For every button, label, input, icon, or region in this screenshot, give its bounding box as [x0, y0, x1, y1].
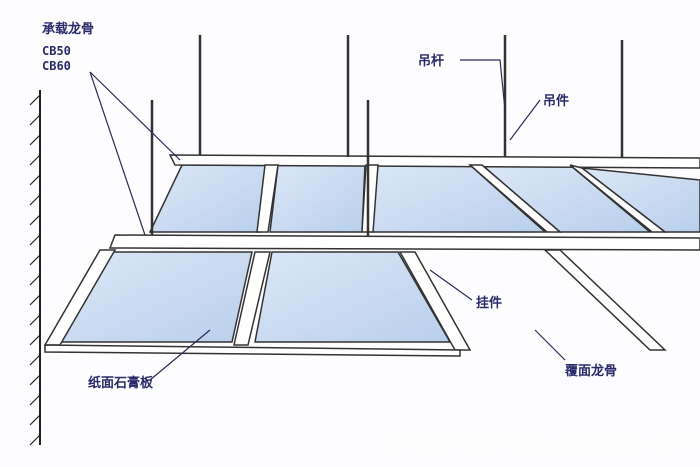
cross-runners [43, 164, 668, 357]
wall [29, 90, 41, 446]
label-code-cb50: CB50 [42, 44, 71, 58]
label-main-runner: 承载龙骨 [42, 22, 95, 37]
watermark: zhuangshi.cn.alibaba.com [388, 428, 700, 456]
hanger-rods [150, 35, 624, 237]
label-cross-runner: 覆面龙骨 [565, 364, 618, 379]
label-hanger-rod: 吊杆 [418, 54, 445, 69]
label-code-cb60: CB60 [42, 59, 71, 73]
label-connector: 挂件 [476, 296, 503, 311]
main-runners [108, 154, 700, 251]
label-hanger: 吊件 [543, 94, 570, 109]
front-panels [56, 251, 452, 343]
label-gypsum-board: 纸面石膏板 [88, 376, 154, 391]
leader-lines [89, 59, 566, 381]
